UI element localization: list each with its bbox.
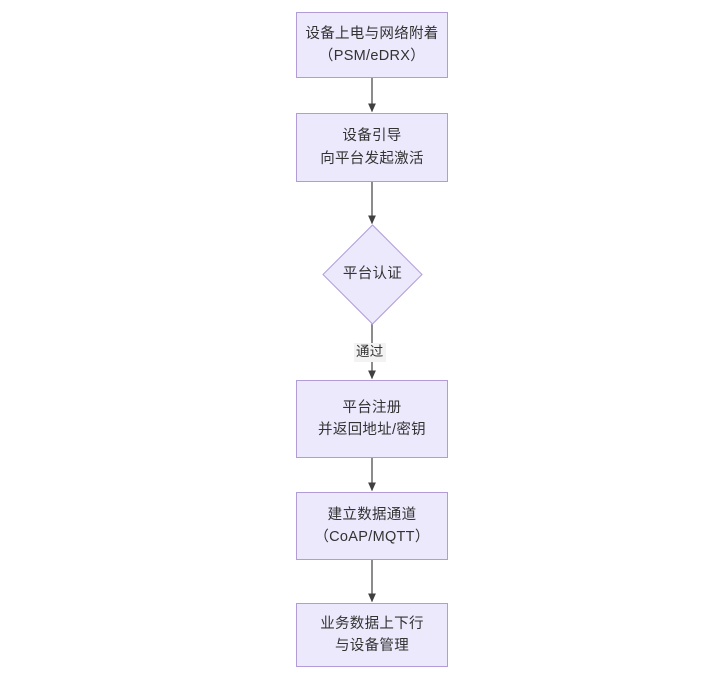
node-label-line: 向平台发起激活 [320, 150, 424, 167]
node-label-line: 平台认证 [342, 265, 403, 282]
node-label-line: 与设备管理 [335, 638, 409, 654]
node-label-line: 业务数据上下行 [320, 615, 424, 632]
node-business-data[interactable]: 业务数据上下行 与设备管理 [296, 603, 448, 667]
node-data-channel[interactable]: 建立数据通道 （CoAP/MQTT） [296, 492, 448, 560]
node-device-bootstrap[interactable]: 设备引导 向平台发起激活 [296, 113, 448, 182]
node-label-line: 并返回地址/密钥 [318, 422, 426, 438]
node-platform-auth-decision[interactable]: 平台认证 [322, 223, 423, 325]
node-label-line: （CoAP/MQTT） [314, 529, 430, 545]
node-platform-register[interactable]: 平台注册 并返回地址/密钥 [296, 380, 448, 458]
node-device-power-on[interactable]: 设备上电与网络附着 （PSM/eDRX） [296, 12, 448, 78]
node-label-line: 设备引导 [342, 128, 402, 145]
node-label-line: 平台注册 [342, 399, 402, 416]
node-label-line: （PSM/eDRX） [318, 48, 426, 64]
node-label-line: 设备上电与网络附着 [305, 25, 439, 42]
node-label-line: 建立数据通道 [327, 506, 417, 523]
edge-label-pass: 通过 [354, 343, 386, 362]
